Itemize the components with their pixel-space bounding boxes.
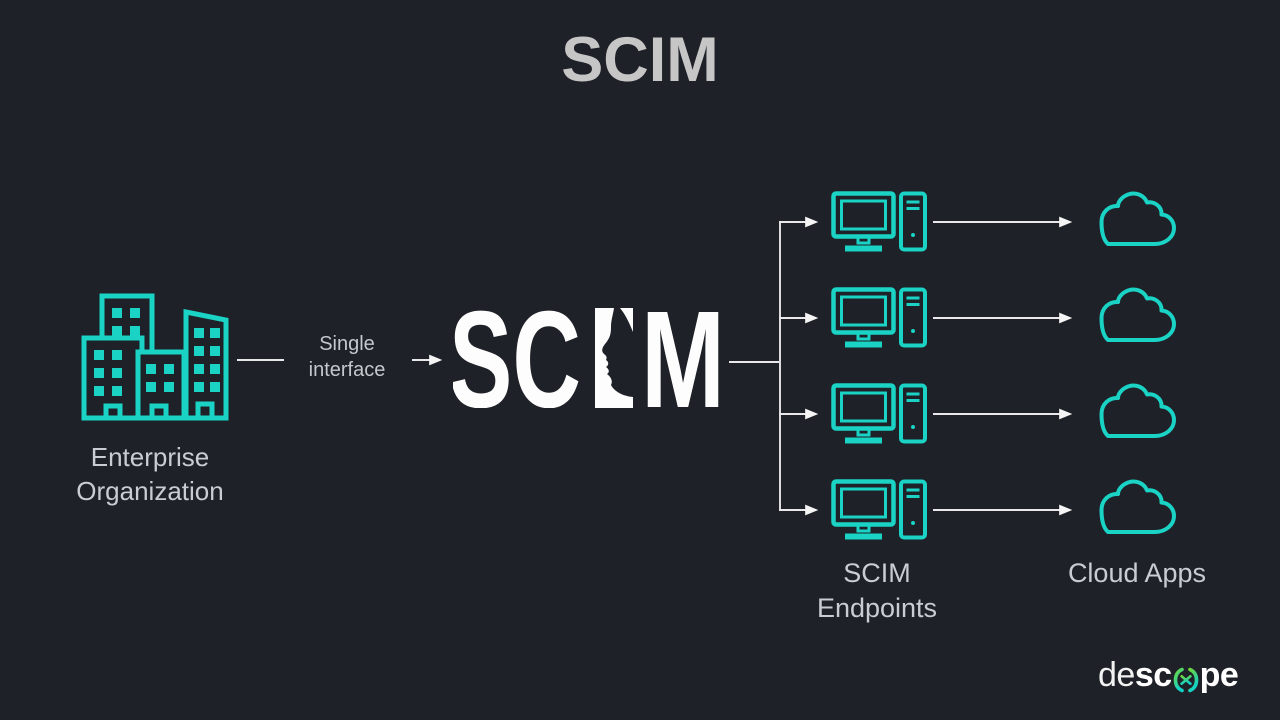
cloud-icon [1099, 383, 1176, 438]
enterprise-organization-label: Enterprise Organization [76, 442, 224, 506]
scim-logo-m: M [641, 308, 725, 408]
desktop-computer-icon [834, 194, 926, 250]
scim-face-logo: SC M [453, 308, 725, 408]
descope-o-icon [1173, 667, 1198, 693]
descope-logo-sc: sc [1134, 656, 1172, 694]
cloud-icon [1099, 287, 1176, 342]
scim-logo-face-i [595, 308, 633, 408]
cloud-apps-label: Cloud Apps [1067, 558, 1207, 588]
scim-endpoints-label: SCIM Endpoints [816, 558, 938, 624]
desktop-computer-icon [834, 482, 926, 538]
scim-logo-sc: SC [453, 308, 581, 408]
desktop-computer-icon [834, 290, 926, 346]
single-interface-label: Single interface [308, 333, 386, 381]
page-title: SCIM [561, 25, 719, 95]
descope-logo-de: de [1098, 656, 1135, 694]
descope-logo-pe: pe [1199, 656, 1239, 694]
desktop-computer-icon [834, 386, 926, 442]
cloud-icon [1099, 191, 1176, 246]
city-buildings-icon [84, 296, 226, 418]
cloud-icon [1099, 479, 1176, 534]
